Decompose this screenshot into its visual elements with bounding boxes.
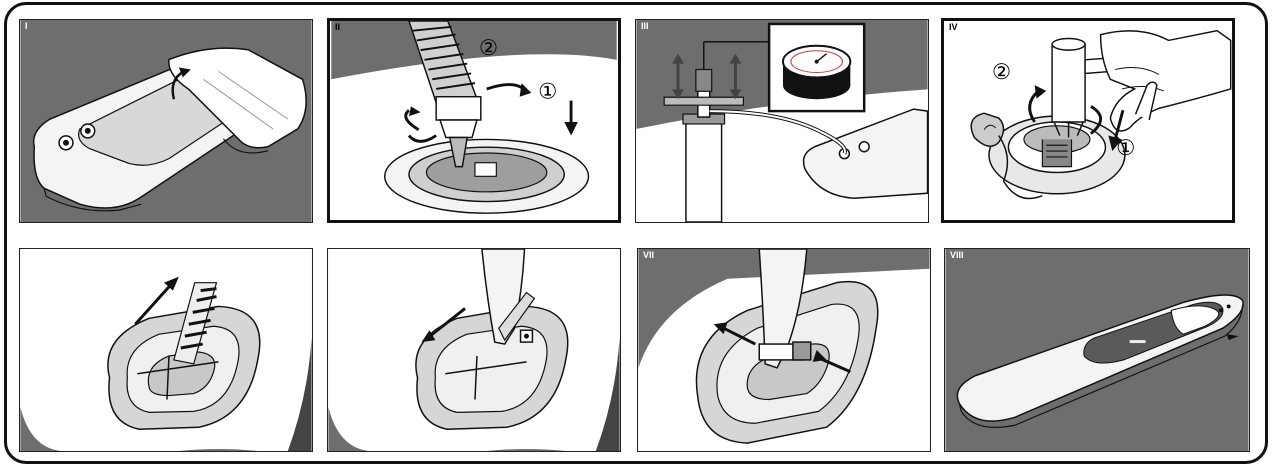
panel-4-remove-pump: IV ② ① bbox=[941, 18, 1235, 223]
step-one-label: ① bbox=[1116, 136, 1135, 161]
step-two-label: ② bbox=[479, 36, 498, 61]
pump-gauge-illustration bbox=[636, 20, 928, 222]
panel-numeral: VI bbox=[333, 250, 342, 260]
panel-5-slide-fin-plate: V bbox=[19, 248, 313, 452]
panel-numeral: II bbox=[335, 22, 341, 32]
panel-8-finished-board: VIII bbox=[944, 248, 1250, 452]
remove-pump-illustration: ② ① bbox=[945, 21, 1232, 220]
unroll-board-illustration bbox=[20, 20, 312, 222]
step-two-label: ② bbox=[992, 60, 1011, 85]
panel-numeral: VIII bbox=[950, 250, 964, 260]
insert-fin-illustration bbox=[328, 249, 620, 451]
step-one-label: ① bbox=[538, 80, 557, 105]
panel-numeral: I bbox=[25, 21, 28, 31]
panel-numeral: VII bbox=[643, 250, 655, 260]
panel-2-attach-hose: II ② ① bbox=[327, 18, 621, 223]
panel-numeral: V bbox=[25, 250, 32, 260]
panel-3-pump-gauge: III bbox=[635, 19, 929, 223]
finished-board-illustration bbox=[945, 249, 1249, 451]
lock-fin-illustration bbox=[638, 249, 930, 451]
panel-numeral: III bbox=[641, 21, 649, 31]
panel-7-lock-fin: VII bbox=[637, 248, 931, 452]
panel-6-insert-fin: VI bbox=[327, 248, 621, 452]
panel-1-unroll: I bbox=[19, 19, 313, 223]
fin-plate-illustration bbox=[20, 249, 312, 451]
attach-hose-illustration: ② ① bbox=[331, 21, 617, 220]
panel-numeral: IV bbox=[949, 22, 958, 32]
